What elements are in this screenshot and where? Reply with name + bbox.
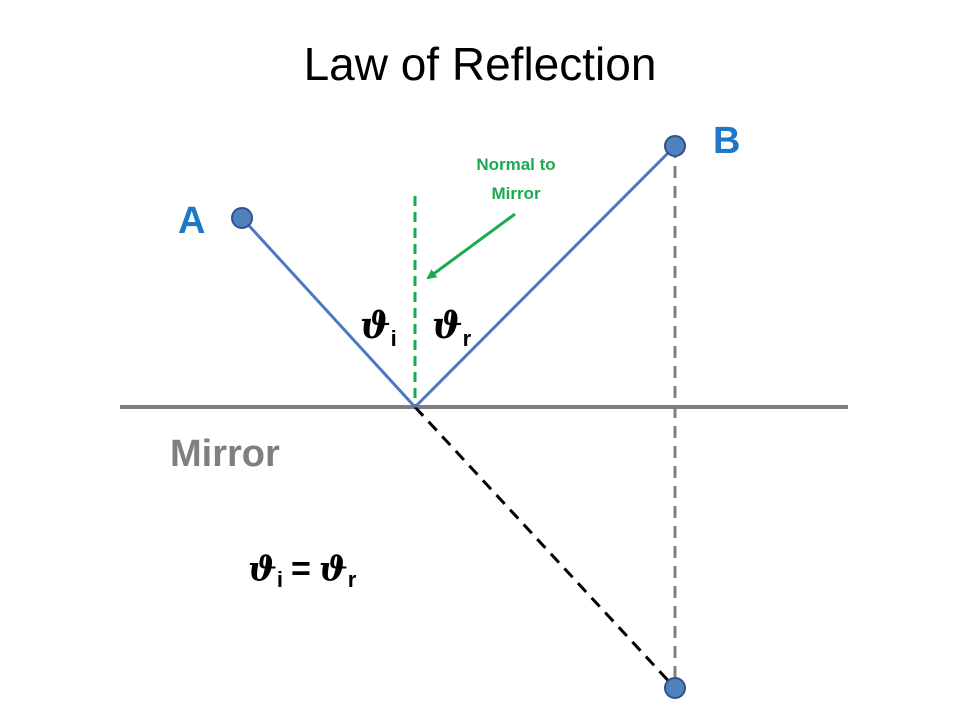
virtual-image-marker [664, 677, 686, 699]
equation-lhs-subscript: i [277, 567, 283, 592]
mirror-label: Mirror [170, 433, 280, 475]
equation-rhs-subscript: r [348, 567, 357, 592]
equation-lhs-symbol: ϑ [248, 549, 277, 589]
page-title: Law of Reflection [304, 38, 657, 90]
point-a-label: A [178, 200, 205, 242]
incident-ray [240, 216, 417, 409]
normal-label-line1: Normal to [476, 155, 555, 174]
point-b-label: B [713, 120, 740, 162]
angle-reflection-label: ϑr [432, 305, 472, 351]
angle-incidence-subscript: i [391, 326, 397, 351]
reflected-ray [413, 144, 677, 409]
point-b-marker [664, 135, 686, 157]
angle-reflection-symbol: ϑ [432, 305, 463, 347]
virtual-ray-line [413, 405, 677, 690]
normal-pointer-arrow [426, 212, 516, 280]
equation-rhs-symbol: ϑ [319, 549, 348, 589]
reflection-equation: ϑi=ϑr [248, 549, 357, 592]
equation-operator: = [291, 550, 311, 588]
point-a-marker [231, 207, 253, 229]
angle-incidence-symbol: ϑ [360, 305, 391, 347]
angle-reflection-subscript: r [463, 326, 472, 351]
angle-incidence-label: ϑi [360, 305, 397, 351]
normal-label-line2: Mirror [491, 184, 541, 203]
